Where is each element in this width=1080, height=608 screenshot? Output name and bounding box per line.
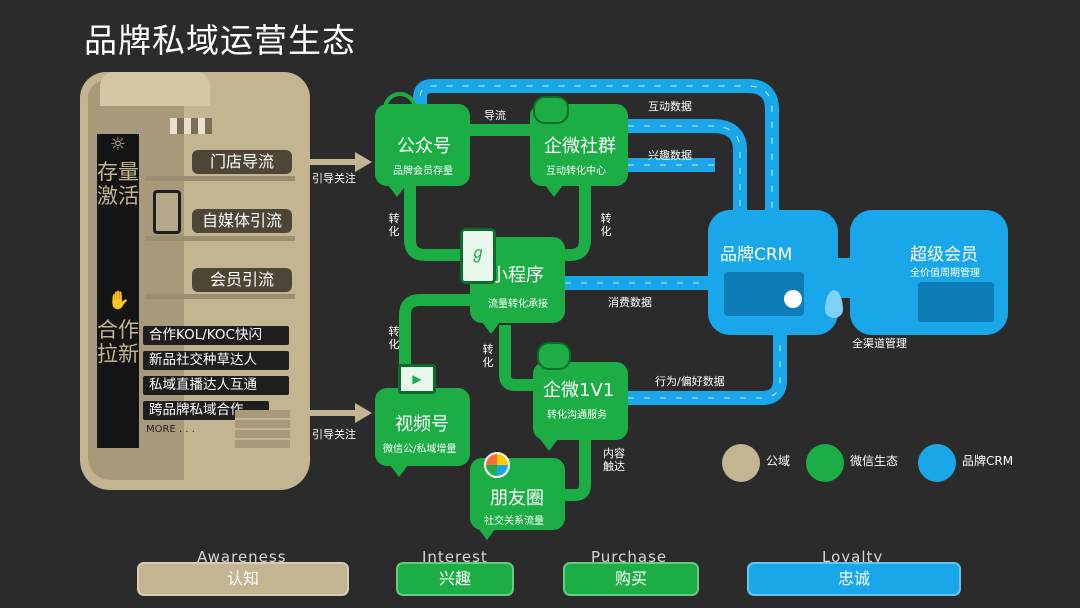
- label-convert-mid: 转化: [388, 325, 400, 351]
- green-convert-mid: [399, 294, 470, 390]
- node-super-member: 超级会员 全价值周期管理: [850, 210, 1008, 335]
- green-convert-left: [404, 185, 470, 261]
- handshake-icon: ✋: [107, 290, 131, 311]
- green-convert-low: [499, 325, 535, 391]
- more-text: MORE . . .: [146, 424, 195, 435]
- strip-seeding: 新品社交种草达人: [143, 351, 289, 370]
- node-official-account-title: 公众号: [397, 136, 451, 157]
- label-convert-right: 转化: [600, 212, 612, 238]
- node-tail: [478, 528, 496, 540]
- shelf: [145, 294, 295, 299]
- green-convert-right: [560, 185, 591, 261]
- label-guide-follow-top: 引导关注: [312, 172, 356, 185]
- mini-program-phone-icon: ℊ: [460, 228, 496, 284]
- store-sidebar: [97, 134, 139, 448]
- chat-icon: [537, 342, 571, 370]
- label-interest-data: 兴趣数据: [648, 149, 692, 162]
- label-divert: 导流: [484, 109, 506, 122]
- strip-kol: 合作KOL/KOC快闪: [143, 326, 289, 345]
- node-moments-title: 朋友圈: [490, 488, 544, 509]
- green-content: [565, 440, 591, 501]
- label-convert-low: 转化: [482, 343, 494, 369]
- label-consume-data: 消费数据: [608, 296, 652, 309]
- node-mini-program-title: 小程序: [490, 265, 544, 286]
- shelf: [145, 236, 295, 241]
- label-interaction-data: 互动数据: [648, 100, 692, 113]
- shelf: [145, 176, 295, 181]
- clock-icon: [784, 290, 802, 308]
- stage-en-loyalty: Loyalty: [822, 548, 884, 566]
- node-tail: [545, 185, 563, 197]
- pill-member: 会员引流: [190, 266, 294, 294]
- legend-dot-public: [722, 444, 760, 482]
- stage-en-purchase: Purchase: [591, 548, 668, 566]
- label-content-touch: 内容触达: [603, 447, 625, 473]
- storefront-icon: [918, 282, 994, 322]
- strip-live: 私域直播达人互通: [143, 376, 289, 395]
- node-tail: [388, 185, 406, 197]
- label-guide-follow-bottom: 引导关注: [312, 428, 356, 441]
- beige-arrow-top: [296, 152, 372, 172]
- legend-label-public: 公域: [766, 454, 791, 468]
- legend-label-crm: 品牌CRM: [962, 454, 1014, 468]
- node-tail: [540, 439, 558, 451]
- node-wecom-group-subtitle: 互动转化中心: [546, 166, 606, 177]
- node-mini-program-subtitle: 流量转化承接: [488, 299, 548, 310]
- stage-awareness: 认知: [137, 562, 349, 596]
- page-title: 品牌私域运营生态: [84, 21, 356, 60]
- stage-en-interest: Interest: [422, 548, 488, 566]
- chat-icon: [533, 96, 569, 124]
- node-channels-title: 视频号: [395, 414, 449, 435]
- stairs-icon: [235, 410, 290, 450]
- label-convert-left: 转化: [388, 212, 400, 238]
- pill-media: 自媒体引流: [190, 207, 294, 235]
- stage-purchase: 购买: [563, 562, 699, 596]
- magnifier-icon: [383, 92, 417, 126]
- video-icon: ▶: [398, 364, 436, 394]
- legend-dot-crm: [918, 444, 956, 482]
- beige-arrow-bottom: [296, 403, 372, 423]
- node-official-account-subtitle: 品牌会员存量: [393, 166, 453, 177]
- node-tail: [482, 322, 500, 334]
- vertical-text-stock: 存量激活: [97, 160, 139, 208]
- node-super-member-title: 超级会员: [910, 245, 978, 265]
- label-behavior-data: 行为/偏好数据: [655, 375, 725, 388]
- node-wecom-group-title: 企微社群: [544, 136, 616, 157]
- pill-store-divert: 门店导流: [190, 148, 294, 176]
- node-channels-subtitle: 微信公/私域增量: [383, 444, 457, 455]
- node-brand-crm: 品牌CRM: [708, 210, 838, 335]
- node-tail: [390, 465, 408, 477]
- legend-label-wechat: 微信生态: [850, 454, 899, 468]
- label-omni-channel: 全渠道管理: [852, 337, 907, 350]
- node-moments-subtitle: 社交关系流量: [484, 516, 544, 527]
- bulb-icon: ☼: [109, 134, 127, 155]
- moments-icon: [484, 452, 510, 478]
- stage-loyalty: 忠诚: [747, 562, 961, 596]
- node-wecom-1v1-subtitle: 转化沟通服务: [547, 410, 607, 421]
- phone-icon: [153, 190, 181, 234]
- leaf-icon: [825, 290, 843, 318]
- node-wecom-1v1-title: 企微1V1: [543, 380, 615, 401]
- stage-en-awareness: Awareness: [197, 548, 287, 566]
- stage-interest: 兴趣: [396, 562, 514, 596]
- store-roof: [100, 72, 210, 106]
- legend-dot-wechat: [806, 444, 844, 482]
- node-super-member-subtitle: 全价值周期管理: [910, 268, 980, 279]
- node-brand-crm-title: 品牌CRM: [720, 245, 793, 265]
- node-channels: 视频号 微信公/私域增量: [375, 388, 470, 466]
- awning: [170, 118, 212, 134]
- node-wecom-1v1: 企微1V1 转化沟通服务: [533, 362, 628, 440]
- vertical-text-new: 合作拉新: [97, 318, 139, 366]
